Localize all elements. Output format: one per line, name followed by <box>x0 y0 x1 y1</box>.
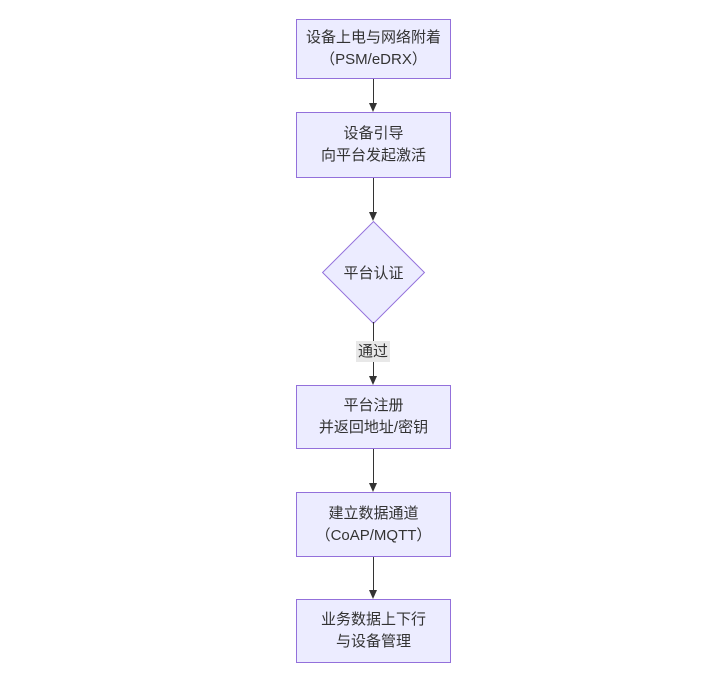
node-label-line: 业务数据上下行 <box>320 611 426 628</box>
decision-label: 平台认证 <box>343 264 404 282</box>
edge-label-pass: 通过 <box>355 341 391 362</box>
arrow-connector <box>369 557 377 599</box>
node-label-line: 并返回地址/密钥 <box>318 419 429 436</box>
node-label-line: 与设备管理 <box>335 633 411 650</box>
decision-platform-auth: 平台认证 <box>321 220 426 325</box>
flowchart-node-bootstrap: 设备引导 向平台发起激活 <box>296 112 451 178</box>
flowchart-node-power-attach: 设备上电与网络附着 （PSM/eDRX） <box>296 19 451 79</box>
node-label-line: 设备引导 <box>343 125 404 142</box>
node-label-line: 设备上电与网络附着 <box>305 29 441 46</box>
node-label-line: 向平台发起激活 <box>320 147 426 164</box>
node-label-line: 建立数据通道 <box>328 504 419 522</box>
flowchart-node-register: 平台注册 并返回地址/密钥 <box>296 385 451 449</box>
flowchart-node-business-data: 业务数据上下行 与设备管理 <box>296 599 451 663</box>
node-label-line: （CoAP/MQTT） <box>315 526 432 544</box>
arrow-connector <box>369 79 377 112</box>
node-label-line: 平台注册 <box>343 397 404 414</box>
arrow-connector <box>369 449 377 492</box>
arrow-connector <box>369 178 377 221</box>
flowchart-node-data-channel: 建立数据通道 （CoAP/MQTT） <box>296 492 451 557</box>
node-label-line: （PSM/eDRX） <box>320 51 427 68</box>
